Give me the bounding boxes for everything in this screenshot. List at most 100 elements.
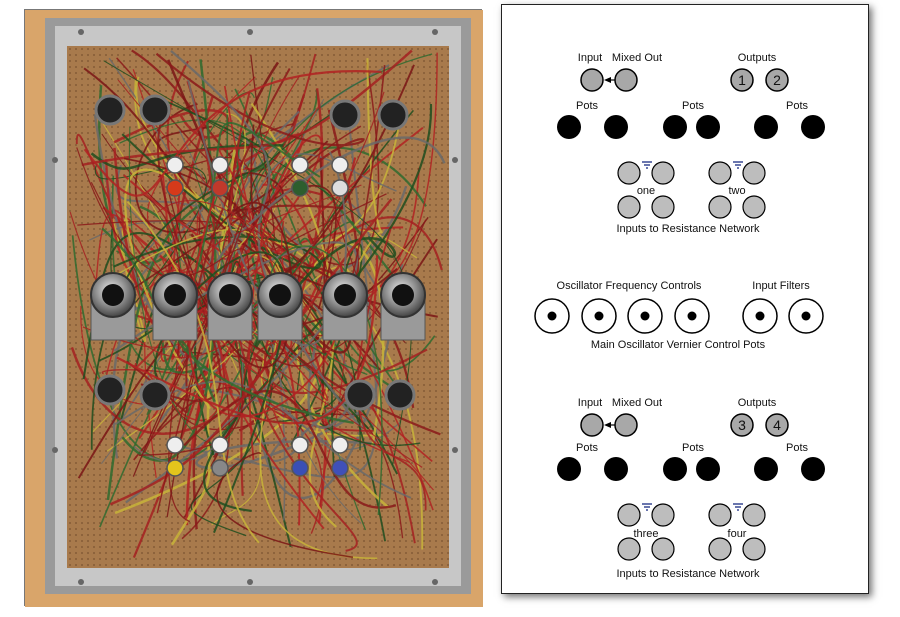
network-jack	[708, 161, 732, 185]
pot-knob	[754, 115, 778, 139]
output-number-2: 2	[773, 72, 781, 88]
network-jack	[651, 195, 675, 219]
screw-icon	[432, 579, 438, 585]
jack-icon	[166, 436, 184, 454]
screw-icon	[452, 157, 458, 163]
screw-icon	[432, 29, 438, 35]
wire	[76, 147, 250, 283]
panel-diagram-svg: Input Mixed Out Outputs 1 2 Pots Pots Po…	[534, 52, 825, 580]
photo-hardware	[52, 29, 458, 585]
vernier-knob	[534, 298, 570, 334]
pot-knob	[696, 457, 720, 481]
pot-knob	[604, 115, 628, 139]
vernier-knob	[581, 298, 617, 334]
jack-icon	[211, 156, 229, 174]
network-jack	[617, 537, 641, 561]
wire	[81, 49, 413, 167]
bottom-pots-label-right: Pots	[786, 442, 809, 454]
network-jack	[708, 503, 732, 527]
bottom-input-label: Input	[578, 397, 602, 409]
wire	[183, 389, 397, 509]
top-outputs-label: Outputs	[738, 52, 777, 64]
network-jack	[651, 161, 675, 185]
top-pots-label-left: Pots	[576, 100, 599, 112]
jack-icon	[331, 436, 349, 454]
output-number-4: 4	[773, 417, 781, 433]
pot-knob-icon	[344, 379, 376, 411]
dial-cap-icon	[334, 284, 356, 306]
jack-icon	[166, 156, 184, 174]
top-network-caption: Inputs to Resistance Network	[616, 223, 760, 235]
jack-icon	[291, 459, 309, 477]
bottom-arrow-icon	[604, 422, 611, 428]
wire	[248, 338, 416, 544]
panel-diagram: Input Mixed Out Outputs 1 2 Pots Pots Po…	[501, 4, 869, 594]
screw-icon	[78, 29, 84, 35]
network-label-four: four	[728, 528, 747, 540]
bottom-input-jack	[580, 413, 604, 437]
screw-icon	[78, 579, 84, 585]
network-jack	[742, 161, 766, 185]
network-label-two: two	[728, 185, 745, 197]
wire	[160, 126, 424, 362]
jack-icon	[211, 459, 229, 477]
dial-cap-icon	[392, 284, 414, 306]
network-jack	[742, 195, 766, 219]
oscillator-controls-label: Oscillator Frequency Controls	[557, 280, 702, 292]
dial-cap-icon	[164, 284, 186, 306]
pot-knob-icon	[94, 374, 126, 406]
bottom-mixed-out-jack	[614, 413, 638, 437]
dial-cap-icon	[219, 284, 241, 306]
screw-icon	[247, 579, 253, 585]
top-mixed-out-label: Mixed Out	[612, 52, 662, 64]
pot-knob	[754, 457, 778, 481]
switch-tick-icon	[733, 161, 743, 169]
top-pots-label-right: Pots	[786, 100, 809, 112]
vernier-caption: Main Oscillator Vernier Control Pots	[591, 339, 766, 351]
jack-icon	[331, 459, 349, 477]
wire	[123, 124, 256, 227]
network-jack	[617, 161, 641, 185]
pot-knob	[801, 115, 825, 139]
pot-knob	[604, 457, 628, 481]
dial-cap-icon	[269, 284, 291, 306]
pot-knob	[663, 457, 687, 481]
jack-icon	[291, 156, 309, 174]
panel-photo	[24, 9, 483, 607]
wire	[251, 204, 344, 282]
filter-knob	[742, 298, 778, 334]
vernier-knob	[627, 298, 663, 334]
wire	[154, 251, 287, 534]
wire	[290, 243, 363, 478]
input-filters-label: Input Filters	[752, 280, 810, 292]
top-input-jack	[580, 68, 604, 92]
pot-knob	[557, 457, 581, 481]
jack-icon	[331, 179, 349, 197]
jack-icon	[211, 436, 229, 454]
top-arrow-icon	[604, 77, 611, 83]
pot-knob	[801, 457, 825, 481]
network-jack	[617, 503, 641, 527]
pot-knob-icon	[139, 379, 171, 411]
jack-icon	[166, 179, 184, 197]
screw-icon	[452, 447, 458, 453]
wire	[254, 236, 397, 349]
jack-icon	[166, 459, 184, 477]
network-jack	[651, 503, 675, 527]
screw-icon	[247, 29, 253, 35]
pot-knob-icon	[329, 99, 361, 131]
wire	[142, 193, 191, 523]
jack-icon	[291, 436, 309, 454]
switch-tick-icon	[642, 161, 652, 169]
wire	[143, 208, 248, 514]
network-jack	[742, 503, 766, 527]
pot-knob-icon	[94, 94, 126, 126]
bottom-pots-label-center: Pots	[682, 442, 705, 454]
wire	[116, 255, 379, 425]
wire	[101, 369, 323, 534]
screw-icon	[52, 157, 58, 163]
screw-icon	[52, 447, 58, 453]
top-section: Input Mixed Out Outputs 1 2 Pots Pots Po…	[557, 52, 825, 235]
pot-knob	[663, 115, 687, 139]
top-pots-label-center: Pots	[682, 100, 705, 112]
